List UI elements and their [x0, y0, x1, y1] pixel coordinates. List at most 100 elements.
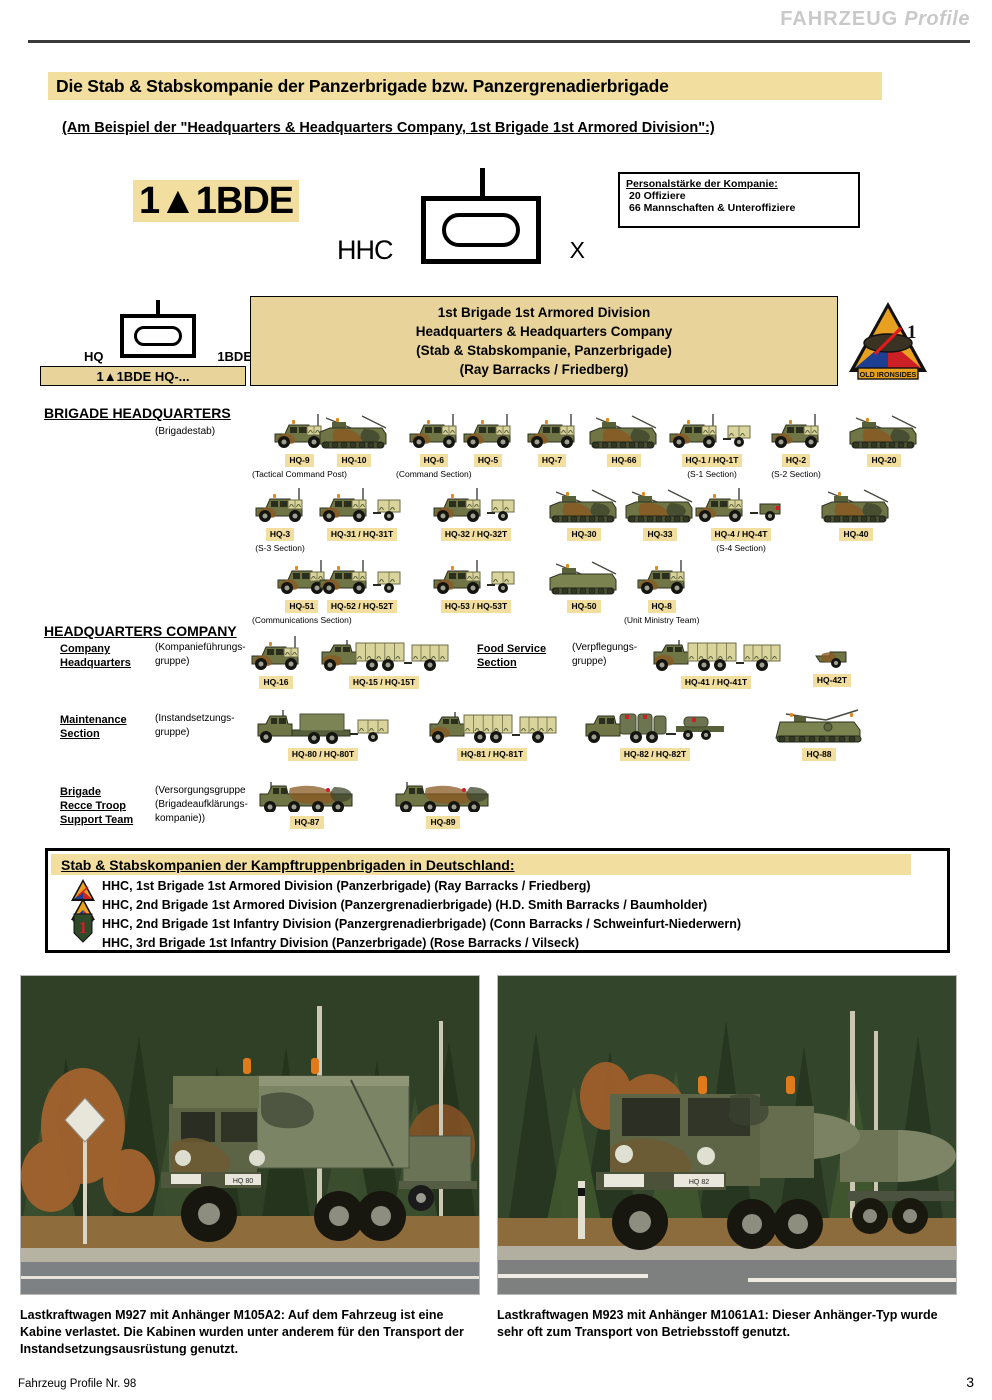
footer-publication: Fahrzeug Profile Nr. 98: [18, 1378, 137, 1390]
vehicle-tag: HQ-5: [473, 454, 503, 467]
vehicle-tag-wrap: HQ-52 / HQ-52T: [316, 596, 408, 614]
vehicle-note: (S-3 Section): [255, 543, 305, 553]
vehicle-sprite-m577-icon: [586, 412, 662, 450]
page-subtitle: (Am Beispiel der "Headquarters & Headqua…: [62, 120, 715, 136]
vehicle-entry: HQ-42T: [812, 634, 852, 688]
vehicle-tag-wrap: HQ-20: [846, 450, 922, 468]
vehicle-entry: HQ-33: [622, 486, 698, 542]
personnel-header: Personalstärke der Kompanie:: [626, 178, 778, 190]
svg-text:HQ 82: HQ 82: [689, 1179, 709, 1186]
vehicle-sprite-humvee-icon: [271, 412, 327, 450]
patch-motto: OLD IRONSIDES: [860, 370, 917, 379]
vehicle-tag: HQ-8: [647, 600, 676, 613]
vehicle-tag: HQ-53 / HQ-53T: [440, 600, 512, 613]
vehicle-tag-wrap: HQ-15 / HQ-15T: [316, 672, 452, 690]
subsection-food-service-line1: Food Service: [477, 643, 547, 655]
vehicle-entry: HQ-88: [772, 706, 866, 762]
vehicle-entry: HQ-89: [392, 778, 494, 830]
vehicle-entry: HQ-82 / HQ-82T: [580, 706, 730, 762]
vehicle-tag: HQ-52 / HQ-52T: [326, 600, 398, 613]
vehicle-tag-wrap: HQ-88: [772, 744, 866, 762]
vehicle-note: (Tactical Command Post): [252, 469, 347, 479]
subsection-recce-line2: Recce Troop: [60, 800, 127, 812]
masthead-brand: FAHRZEUG: [780, 8, 899, 30]
vehicle-sprite-humvee_trailer-icon: [666, 412, 758, 450]
vehicle-note: (S-4 Section): [716, 543, 766, 553]
vehicle-tag-wrap: HQ-1 / HQ-1T: [666, 450, 758, 468]
vehicle-tag-wrap: HQ-33: [622, 524, 698, 542]
vehicle-entry: HQ-51(Communications Section): [252, 558, 352, 625]
vehicle-sprite-truck_trailer-icon: [316, 634, 452, 672]
vehicle-sprite-tanker_trailer-icon: [580, 706, 730, 744]
vehicle-sprite-humvee-icon: [248, 634, 304, 672]
vehicle-tag-wrap: HQ-66: [586, 450, 662, 468]
vehicle-tag-wrap: HQ-6: [396, 450, 472, 468]
vehicle-tag-wrap: HQ-89: [392, 812, 494, 830]
vehicle-sprite-m577-icon: [622, 486, 698, 524]
vehicle-sprite-truck_trailer-icon: [648, 634, 784, 672]
vehicle-sprite-humvee-icon: [406, 412, 462, 450]
vehicle-tag-wrap: HQ-41 / HQ-41T: [648, 672, 784, 690]
vehicle-entry: HQ-8(Unit Ministry Team): [624, 558, 699, 625]
vehicle-tag-wrap: HQ-2: [768, 450, 824, 468]
vehicle-tag: HQ-33: [643, 528, 677, 541]
vehicle-entry: HQ-1 / HQ-1T(S-1 Section): [666, 412, 758, 479]
vehicle-entry: HQ-66: [586, 412, 662, 468]
page-title-band: Die Stab & Stabskompanie der Panzerbriga…: [48, 72, 882, 100]
masthead-sub: Profile: [904, 8, 970, 30]
vehicle-sprite-humvee-icon: [768, 412, 824, 450]
vehicle-entry: HQ-6 (Command Section): [396, 412, 472, 479]
subsection-company-hq-line2: Headquarters: [60, 657, 131, 669]
vehicle-entry: HQ-2(S-2 Section): [768, 412, 824, 479]
brigade-list-item-3: HHC, 2nd Brigade 1st Infantry Division (…: [102, 917, 742, 931]
vehicle-entry: HQ-31 / HQ-31T: [316, 486, 408, 542]
hq-oval-icon: [442, 213, 520, 247]
vehicle-sprite-m577-icon: [846, 412, 922, 450]
vehicle-tag: HQ-80 / HQ-80T: [287, 748, 359, 761]
subsection-food-service-line2: Section: [477, 657, 517, 669]
vehicle-tag: HQ-10: [337, 454, 371, 467]
vehicle-sprite-humvee_trailer-icon: [316, 558, 408, 596]
svg-text:HQ 80: HQ 80: [233, 1178, 253, 1185]
vehicle-tag: HQ-89: [426, 816, 460, 829]
photo-caption-left: Lastkraftwagen M927 mit Anhänger M105A2:…: [20, 1308, 464, 1356]
vehicle-entry: HQ-81 / HQ-81T: [424, 706, 560, 762]
vehicle-tag-wrap: HQ-10: [316, 450, 392, 468]
brigade-list-item-2: HHC, 2nd Brigade 1st Armored Division (P…: [102, 898, 708, 912]
vehicle-tag: HQ-66: [607, 454, 641, 467]
subsection-food-service-german2: gruppe): [572, 656, 607, 667]
hq-symbol-left-label: HQ: [84, 349, 104, 364]
hq-unit-symbol: HQ 1BDE: [84, 300, 252, 364]
vehicle-entry: HQ-52 / HQ-52T: [316, 558, 408, 614]
vehicle-sprite-humvee-icon: [634, 558, 690, 596]
subsection-maintenance-line2: Section: [60, 728, 100, 740]
svg-text:1: 1: [79, 918, 88, 937]
vehicle-entry: HQ-53 / HQ-53T: [430, 558, 522, 614]
footer-page-number: 3: [966, 1374, 974, 1390]
vehicle-tag: HQ-42T: [812, 674, 852, 687]
unit-line-1: 1st Brigade 1st Armored Division: [437, 305, 651, 320]
vehicle-entry: HQ-20: [846, 412, 922, 468]
vehicle-tag: HQ-88: [802, 748, 836, 761]
vehicle-tag: HQ-6: [419, 454, 448, 467]
personnel-strength-box: Personalstärke der Kompanie: 20 Offizier…: [618, 172, 860, 228]
brigade-list-item-1: HHC, 1st Brigade 1st Armored Division (P…: [102, 879, 591, 893]
vehicle-entry: HQ-50: [546, 558, 622, 614]
vehicle-sprite-humvee-icon: [252, 486, 308, 524]
vehicle-tag: HQ-30: [567, 528, 601, 541]
vehicle-tag: HQ-15 / HQ-15T: [348, 676, 420, 689]
vehicle-tag: HQ-82 / HQ-82T: [619, 748, 691, 761]
personnel-enlisted: 66 Mannschaften & Unteroffiziere: [629, 202, 796, 214]
vehicle-note: (S-2 Section): [771, 469, 821, 479]
vehicle-sprite-m577-icon: [546, 486, 622, 524]
brigades-list-title-band: Stab & Stabskompanien der Kampftruppenbr…: [51, 854, 911, 875]
vehicle-entry: HQ-30: [546, 486, 622, 542]
vehicle-entry: HQ-41 / HQ-41T: [648, 634, 784, 690]
vehicle-note: (Communications Section): [252, 615, 352, 625]
vehicle-tag-wrap: HQ-16: [248, 672, 304, 690]
vehicle-entry: HQ-10: [316, 412, 392, 468]
vehicle-sprite-m577-icon: [818, 486, 894, 524]
vehicle-note: (Command Section): [396, 469, 472, 479]
1st-infantry-division-mini-patch-icon: 1: [73, 913, 93, 943]
vehicle-sprite-humvee_trailer-icon: [316, 486, 408, 524]
